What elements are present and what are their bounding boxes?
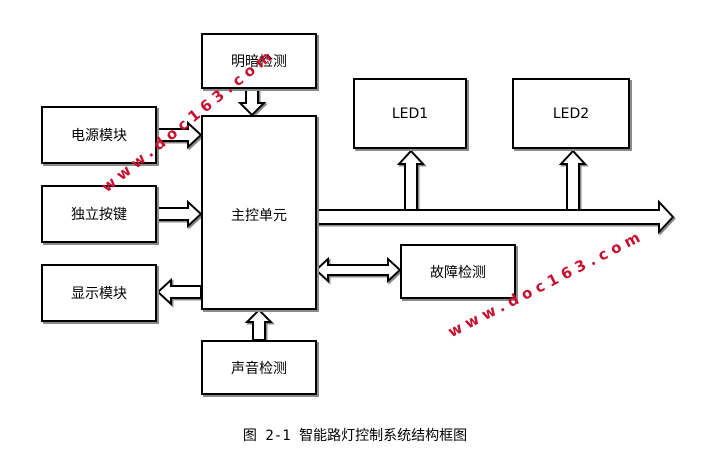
arrow-power-to-mcu (156, 120, 203, 150)
block-mcu: 主控单元 (201, 115, 317, 310)
arrow-sound-to-mcu (244, 308, 274, 341)
arrow-light-to-mcu (237, 88, 267, 117)
block-led1-label: LED1 (391, 105, 429, 122)
block-power: 电源模块 (41, 106, 157, 164)
block-fault-label: 故障检测 (430, 264, 486, 281)
block-light-detect-label: 明暗检测 (231, 54, 287, 70)
block-sound: 声音检测 (201, 340, 317, 395)
block-led1: LED1 (353, 78, 467, 149)
block-light-detect: 明暗检测 (201, 33, 317, 89)
block-sound-label: 声音检测 (231, 360, 287, 377)
arrow-mcu-to-display (156, 277, 202, 307)
block-led2-label: LED2 (552, 105, 590, 122)
block-display: 显示模块 (41, 264, 157, 322)
block-power-label: 电源模块 (71, 128, 127, 144)
block-fault: 故障检测 (400, 244, 516, 299)
arrow-key-to-mcu (156, 199, 203, 229)
block-key-label: 独立按键 (71, 207, 127, 223)
arrow-mcu-fault (314, 256, 402, 284)
block-key: 独立按键 (41, 185, 157, 243)
bus-arrow (315, 199, 675, 235)
arrow-bus-to-led2 (558, 149, 588, 211)
block-display-label: 显示模块 (71, 286, 127, 302)
block-led2: LED2 (512, 78, 630, 149)
arrow-bus-to-led1 (396, 149, 426, 211)
figure-caption: 图 2-1 智能路灯控制系统结构框图 (242, 428, 468, 444)
block-mcu-label: 主控单元 (231, 207, 287, 224)
